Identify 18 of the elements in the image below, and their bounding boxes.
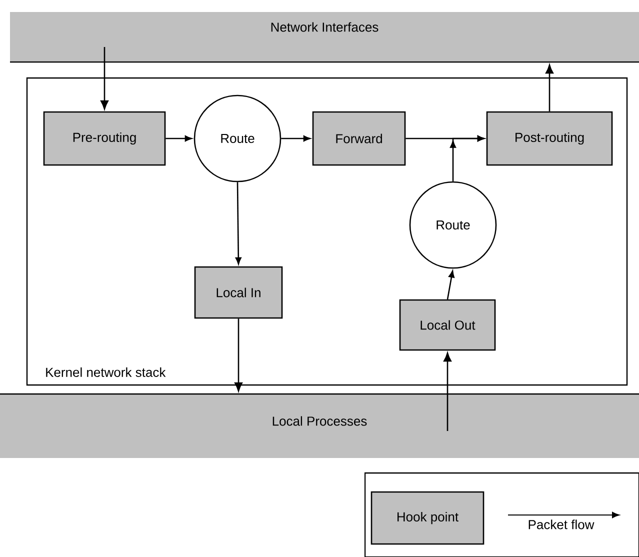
hook-box: Pre-routing — [43, 111, 166, 166]
legend-label: Packet flow — [528, 520, 594, 530]
arrow — [446, 270, 454, 300]
arrow — [546, 64, 554, 112]
band: Local Processes — [0, 393, 639, 458]
arrow — [281, 136, 310, 142]
arrow — [100, 47, 108, 110]
hook-box: Post-routing — [486, 111, 613, 166]
band: Network Interfaces — [10, 12, 639, 63]
hook-box: Forward — [312, 111, 406, 166]
hook-box: Local In — [194, 266, 283, 319]
arrow — [450, 136, 484, 182]
arrow — [444, 352, 452, 431]
hook-box: Local Out — [399, 299, 496, 351]
arrow — [234, 318, 242, 392]
legend-hook-sample: Hook point — [370, 491, 484, 545]
arrow — [235, 182, 242, 264]
arrow — [166, 136, 192, 142]
